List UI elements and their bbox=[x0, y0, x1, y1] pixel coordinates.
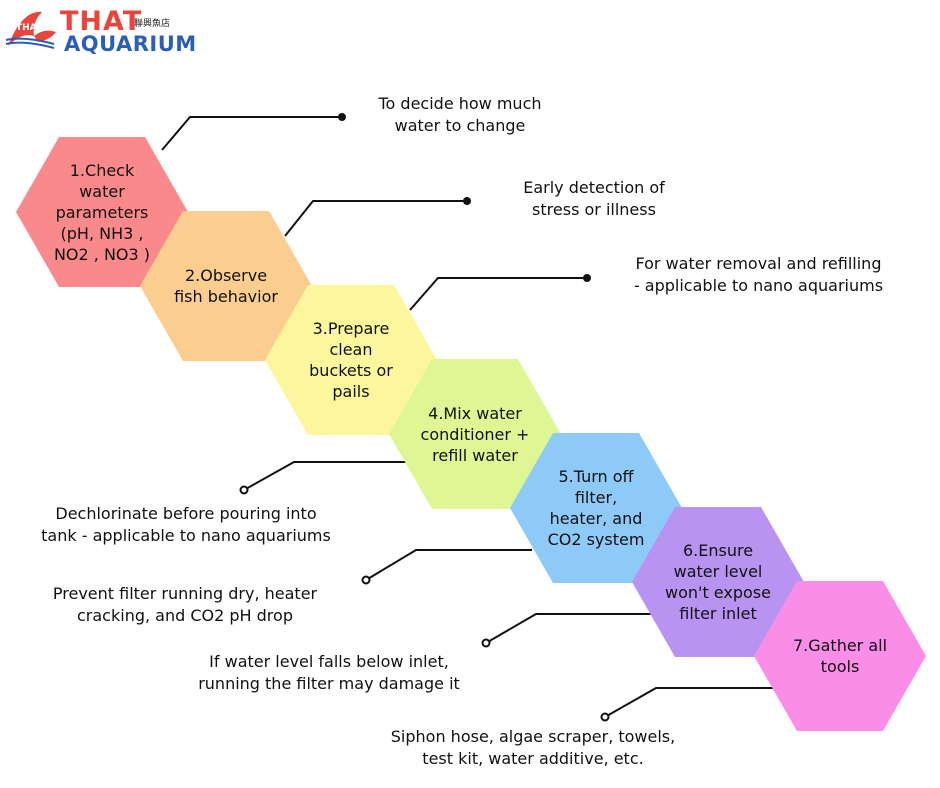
note-3: For water removal and refilling - applic… bbox=[633, 254, 884, 295]
connector-dot-5 bbox=[361, 575, 371, 585]
note-4: Dechlorinate before pouring into tank - … bbox=[41, 504, 331, 545]
brand-name-line1: THAT bbox=[60, 6, 143, 37]
step-1-label: 1.Check water parameters (pH, NH3 , NO2 … bbox=[53, 160, 151, 264]
step-3-hexagon bbox=[265, 285, 437, 435]
step-7-label: 7.Gather all tools bbox=[792, 636, 888, 676]
connector-1 bbox=[161, 116, 342, 151]
connector-dot-7 bbox=[600, 712, 610, 722]
step-4-hexagon bbox=[389, 359, 561, 509]
brand-name-line2: AQUARIUM bbox=[64, 32, 197, 56]
connector-2 bbox=[284, 200, 467, 237]
step-2-label: 2.Observe fish behavior bbox=[174, 266, 278, 306]
connector-dot-1 bbox=[338, 113, 346, 121]
step-3-label: 3.Prepare clean buckets or pails bbox=[309, 319, 393, 401]
note-2: Early detection of stress or illness bbox=[523, 178, 665, 219]
connector-7 bbox=[604, 687, 775, 718]
step-4-label: 4.Mix water conditioner + refill water bbox=[420, 403, 530, 465]
step-6-hexagon bbox=[632, 507, 804, 657]
connector-3 bbox=[409, 277, 587, 311]
connector-6 bbox=[485, 613, 655, 644]
connector-5 bbox=[365, 549, 532, 581]
note-6: If water level falls below inlet, runnin… bbox=[198, 652, 460, 693]
step-6-label: 6.Ensure water level won't expose filter… bbox=[665, 541, 771, 623]
fish-logo-icon: THAT bbox=[5, 11, 56, 49]
step-5-label: 5.Turn off filter, heater, and CO2 syste… bbox=[547, 467, 645, 549]
svg-text:THAT: THAT bbox=[16, 23, 43, 33]
note-5: Prevent filter running dry, heater crack… bbox=[52, 584, 318, 625]
brand-logo: THAT THAT AQUARIUM 聯興魚店 bbox=[4, 4, 196, 60]
brand-chinese-name: 聯興魚店 bbox=[134, 19, 171, 29]
step-1-hexagon bbox=[16, 137, 188, 287]
connector-dot-3 bbox=[583, 274, 591, 282]
connector-dot-2 bbox=[463, 197, 471, 205]
note-7: Siphon hose, algae scraper, towels, test… bbox=[390, 727, 676, 768]
connector-4 bbox=[243, 461, 410, 491]
connector-dot-4 bbox=[239, 485, 249, 495]
step-2-hexagon bbox=[140, 211, 312, 361]
step-7-hexagon bbox=[754, 581, 926, 731]
note-1: To decide how much water to change bbox=[378, 94, 542, 135]
step-5-hexagon bbox=[510, 433, 682, 583]
connector-dot-6 bbox=[481, 638, 491, 648]
